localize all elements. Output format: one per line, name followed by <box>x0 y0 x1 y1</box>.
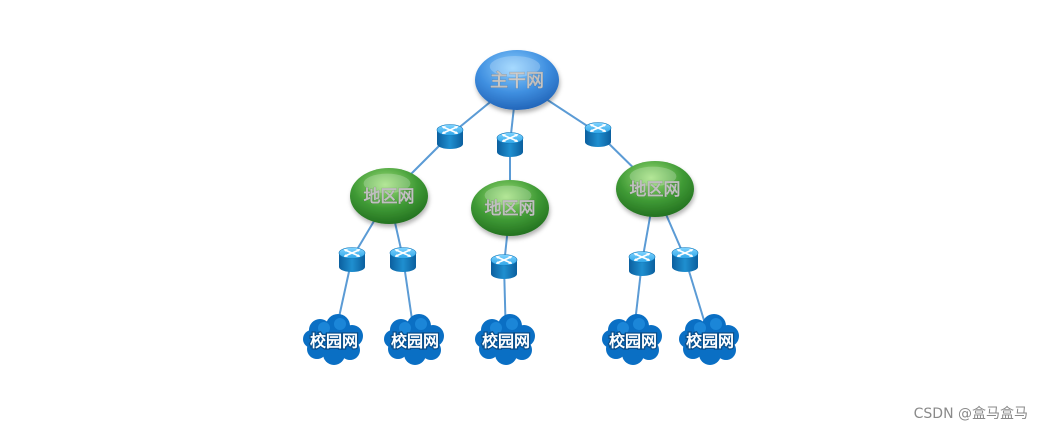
regional-node-2-label: 地区网 <box>485 198 536 219</box>
campus-node-1: 校园网 <box>303 314 363 365</box>
campus-node-2-label: 校园网 <box>391 332 439 351</box>
campus-node-5: 校园网 <box>679 314 739 365</box>
regional-node-3: 地区网 <box>616 161 694 217</box>
backbone-node: 主干网 <box>475 50 559 110</box>
regional-node-2: 地区网 <box>471 180 549 236</box>
regional-node-1-highlight <box>363 173 411 194</box>
campus-node-3: 校园网 <box>475 314 535 365</box>
watermark: CSDN @盒马盒马 <box>913 406 1028 422</box>
campus-node-5-label: 校园网 <box>686 332 734 351</box>
regional-node-1-label: 地区网 <box>364 186 415 207</box>
backbone-node-shape <box>475 50 559 110</box>
campus-node-4: 校园网 <box>602 314 662 365</box>
regional-node-3-shape <box>616 161 694 217</box>
router-icon-bottom-5 <box>671 246 699 273</box>
router-icon-top-1 <box>436 123 464 150</box>
regional-node-2-shape <box>471 180 549 236</box>
regional-node-1: 地区网 <box>350 168 428 224</box>
backbone-node-label: 主干网 <box>490 70 544 92</box>
nodes: 主干网地区网地区网地区网校园网校园网校园网校园网校园网 <box>303 50 739 365</box>
router-icon-bottom-1 <box>338 246 366 273</box>
regional-node-3-label: 地区网 <box>630 179 681 200</box>
router-icon-top-3 <box>584 121 612 148</box>
router-icon-bottom-3 <box>490 253 518 280</box>
regional-node-3-highlight <box>629 166 677 187</box>
campus-node-2: 校园网 <box>384 314 444 365</box>
regional-node-2-highlight <box>484 185 532 206</box>
backbone-node-highlight <box>489 56 541 77</box>
router-icon-top-2 <box>496 131 524 158</box>
campus-node-4-label: 校园网 <box>609 332 657 351</box>
regional-node-1-shape <box>350 168 428 224</box>
campus-node-1-label: 校园网 <box>310 332 358 351</box>
router-icon-bottom-2 <box>389 246 417 273</box>
router-icon-bottom-4 <box>628 250 656 277</box>
campus-node-3-label: 校园网 <box>482 332 530 351</box>
